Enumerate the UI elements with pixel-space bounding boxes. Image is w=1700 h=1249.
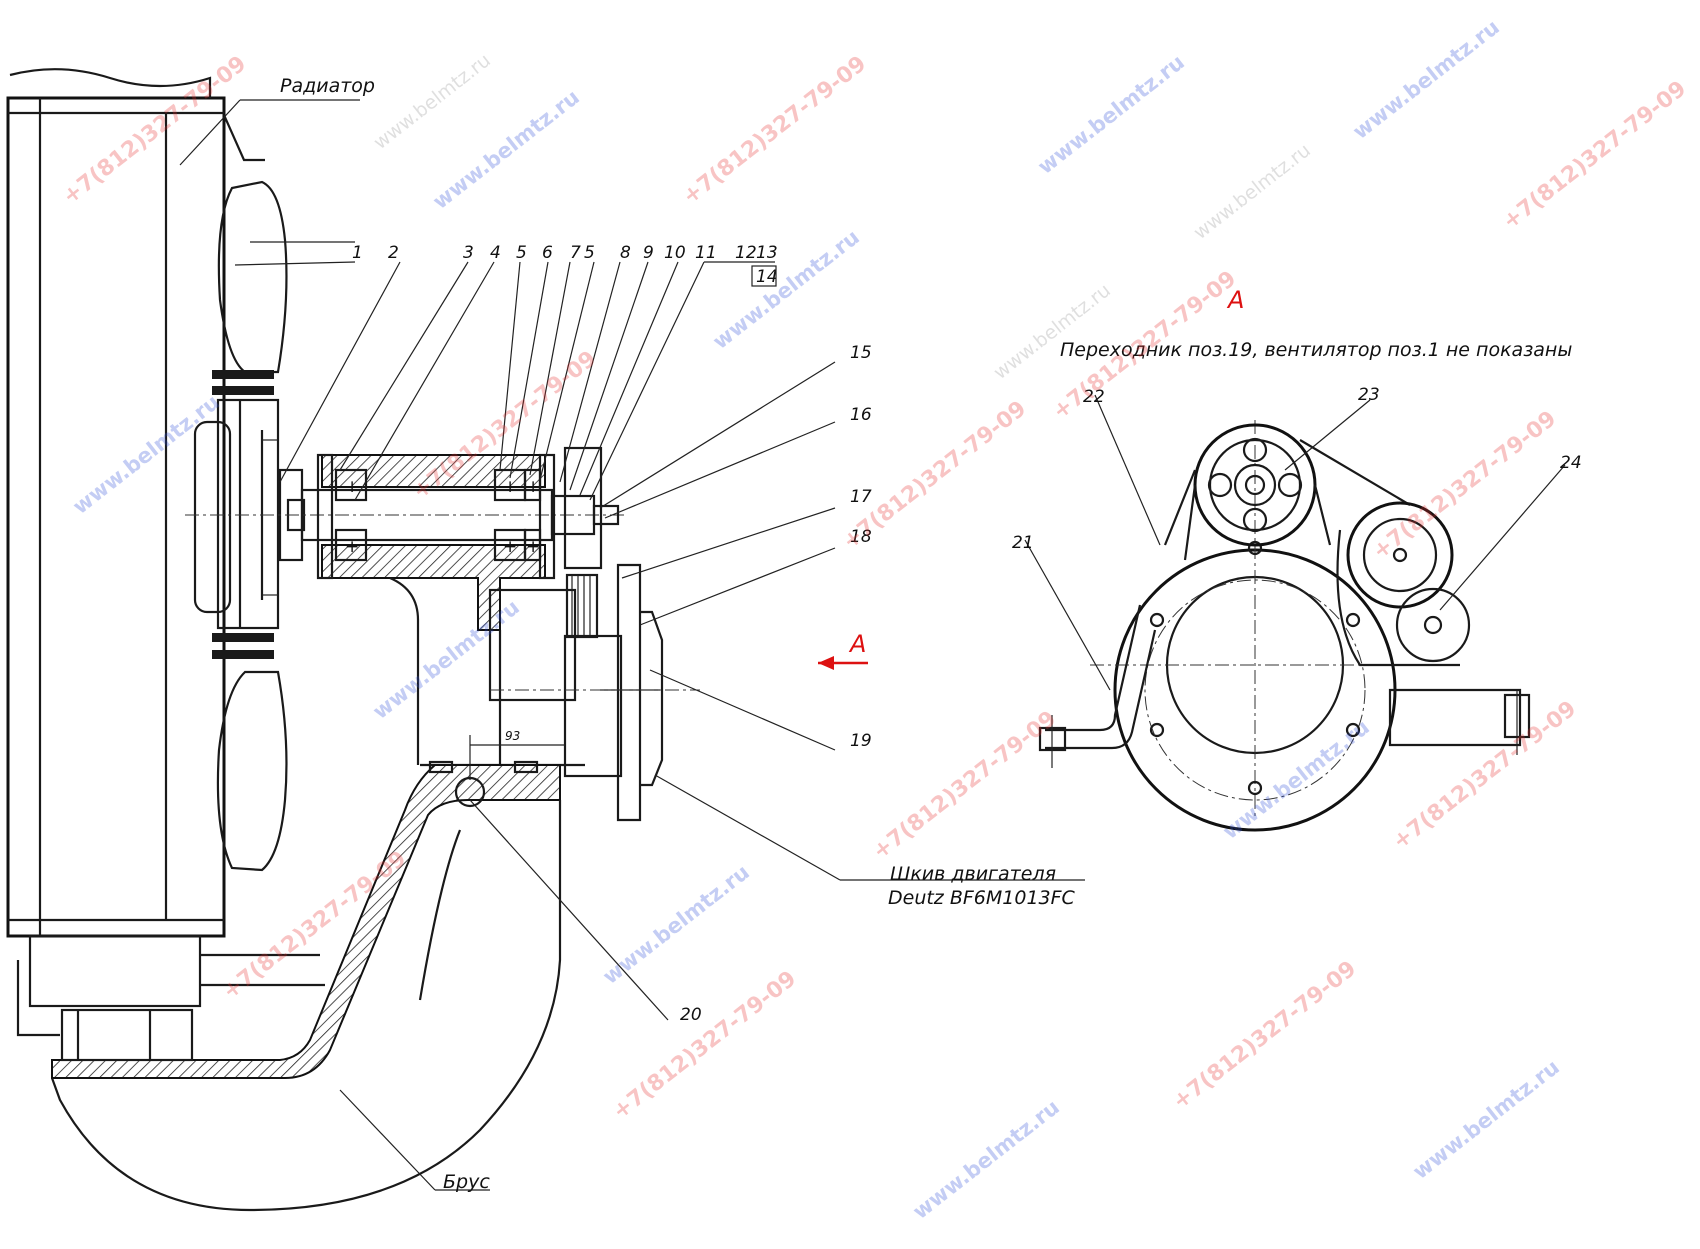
callout-20: 20 [680, 1005, 702, 1025]
callout-9: 9 [643, 243, 654, 263]
bearing-housing: + + + + + + [316, 453, 585, 767]
watermark-phone: +7(812)327-79-09 [678, 51, 871, 209]
callout-23: 23 [1358, 385, 1380, 405]
watermark-phone: +7(812)327-79-09 [58, 51, 251, 209]
watermark-site: www.belmtz.ru [1408, 1055, 1564, 1184]
watermark-site: www.belmtz.ru [1033, 50, 1189, 179]
callout-labels: 1 2 3 4 5 6 7 5 8 9 10 11 12 13 14 15 16… [352, 243, 872, 1025]
dimension-text: 93 [505, 729, 520, 743]
callout-22: 22 [1083, 387, 1105, 407]
shaft [185, 468, 625, 562]
pulley-label-line2: Deutz BF6M1013FC [888, 887, 1076, 909]
view-arrow-a: А [818, 630, 868, 670]
callout-2: 2 [388, 243, 399, 263]
watermark-site: www.belmtz.ru [428, 85, 584, 214]
watermark-site: www.belmtz.ru [598, 860, 754, 989]
svg-text:+: + [345, 477, 359, 497]
view-a-letter: А [1226, 286, 1244, 314]
callout-3: 3 [463, 243, 474, 263]
callout-4: 4 [490, 243, 501, 263]
watermark-site: www.belmtz.ru [1348, 15, 1504, 144]
callout-5: 5 [516, 243, 527, 263]
leader-lines [179, 99, 1085, 1191]
watermark-site: www.belmtz.ru [708, 225, 864, 354]
svg-text:+: + [345, 537, 359, 557]
radiator-label: Радиатор [280, 75, 375, 97]
pulley-label-line1: Шкив двигателя [890, 863, 1056, 885]
svg-text:+: + [503, 537, 517, 557]
fan [193, 180, 288, 872]
callout-8: 8 [620, 243, 631, 263]
callout-1: 1 [352, 243, 363, 263]
view-a: А Переходник поз.19, вентилятор поз.1 не… [1012, 286, 1582, 832]
callout-11: 11 [695, 243, 717, 263]
watermark-phone: +7(812)327-79-09 [868, 706, 1061, 864]
dimension-93: 93 [469, 729, 565, 780]
svg-text:+: + [503, 477, 517, 497]
callout-19: 19 [850, 731, 872, 751]
watermark-site: www.belmtz.ru [370, 49, 495, 154]
view-a-caption: Переходник поз.19, вентилятор поз.1 не п… [1060, 339, 1572, 361]
callout-18: 18 [850, 527, 872, 547]
watermark-phone: +7(812)327-79-09 [608, 966, 801, 1124]
callout-16: 16 [850, 405, 872, 425]
watermark-site: www.belmtz.ru [68, 390, 224, 519]
bearing-right: + + + + [493, 468, 542, 562]
callout-17: 17 [850, 487, 872, 507]
callout-21: 21 [1012, 533, 1034, 553]
callout-13: 13 [756, 243, 778, 263]
svg-text:+: + [526, 537, 540, 557]
svg-text:+: + [526, 477, 540, 497]
watermark-layer: +7(812)327-79-09 +7(812)327-79-09 +7(812… [58, 15, 1691, 1224]
watermark-phone: +7(812)327-79-09 [1368, 406, 1561, 564]
callout-24: 24 [1560, 453, 1582, 473]
watermark-phone: +7(812)327-79-09 [1498, 76, 1691, 234]
view-arrow-letter: А [848, 630, 866, 658]
callout-6: 6 [542, 243, 553, 263]
callout-7: 7 [570, 243, 581, 263]
watermark-site: www.belmtz.ru [908, 1095, 1064, 1224]
watermark-site: www.belmtz.ru [1190, 139, 1315, 244]
callout-12: 12 [735, 243, 757, 263]
radiator [6, 68, 325, 1037]
watermark-phone: +7(812)327-79-09 [1168, 956, 1361, 1114]
engine-pulley [490, 446, 700, 822]
watermark-phone: +7(812)327-79-09 [1388, 696, 1581, 854]
callout-5b: 5 [584, 243, 595, 263]
callout-14: 14 [756, 267, 778, 287]
callout-10: 10 [664, 243, 686, 263]
bearing-left: + + [334, 468, 368, 562]
callout-15: 15 [850, 343, 872, 363]
beam-label: Брус [443, 1171, 490, 1193]
beam [50, 760, 562, 1212]
